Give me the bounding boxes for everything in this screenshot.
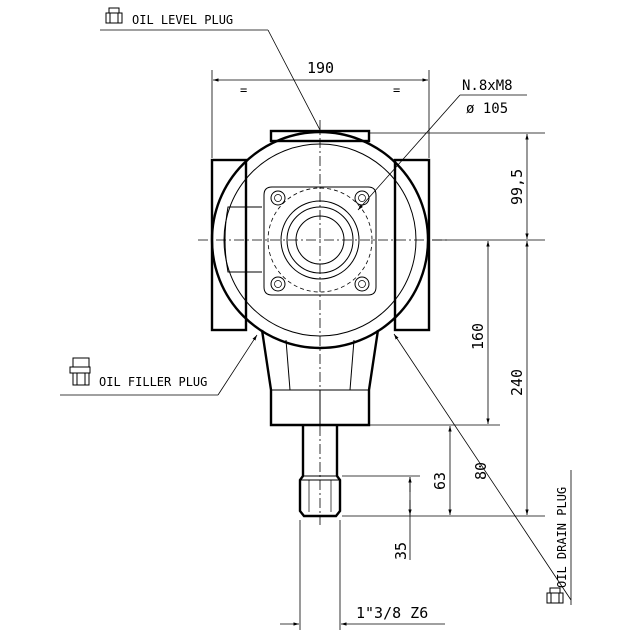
oil-drain-plug-callout: OIL DRAIN PLUG (393, 333, 572, 605)
dim-240-label: 240 (508, 369, 526, 396)
shaft-spec-label: 1"3/8 Z6 (356, 604, 428, 622)
bolt-callout: N.8xM8 ø 105 (357, 78, 527, 211)
bolt-circle-label: ø 105 (466, 101, 508, 117)
equal-mark-left: = (240, 83, 247, 97)
center-lines (198, 120, 450, 525)
oil-filler-plug-icon (69, 357, 91, 386)
dim-160-label: 160 (469, 323, 487, 350)
dimension-vertical-right: 99,5 240 160 80 63 35 (299, 132, 545, 630)
oil-filler-plug-callout: OIL FILLER PLUG (60, 334, 258, 396)
gearbox-housing (210, 129, 431, 518)
bolt-spec-label: N.8xM8 (462, 78, 513, 94)
dim-99-5-label: 99,5 (508, 169, 526, 205)
dim-190-label: 190 (307, 59, 334, 77)
dim-63-label: 63 (431, 472, 449, 490)
oil-level-plug-icon (105, 7, 123, 24)
dimension-190: 190 = = (211, 59, 430, 158)
oil-filler-plug-label: OIL FILLER PLUG (99, 375, 207, 389)
equal-mark-right: = (393, 83, 400, 97)
dim-35-label: 35 (392, 542, 410, 560)
oil-level-plug-label: OIL LEVEL PLUG (132, 13, 233, 27)
dimension-shaft: 1"3/8 Z6 (280, 604, 445, 626)
oil-drain-plug-icon (546, 587, 564, 604)
oil-level-plug-callout: OIL LEVEL PLUG (100, 7, 321, 131)
dim-80-label: 80 (472, 462, 490, 480)
oil-drain-plug-label: OIL DRAIN PLUG (555, 487, 569, 588)
